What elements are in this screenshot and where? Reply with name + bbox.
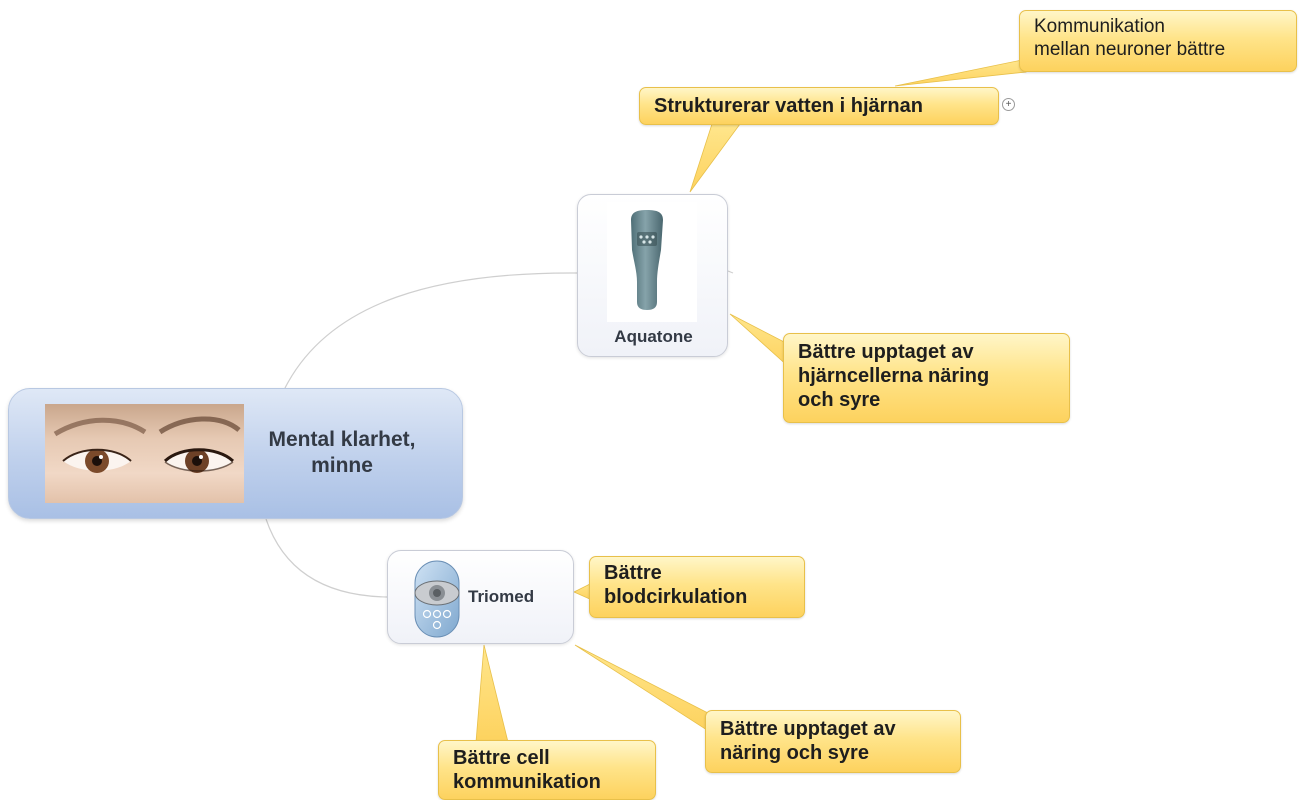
callout-upptaget-hjarnceller[interactable]: Bättre upptaget av hjärncellerna näring … — [783, 333, 1070, 423]
callout-kommunikation-line-2: mellan neuroner bättre — [1034, 39, 1226, 60]
wedge-cell — [475, 644, 509, 743]
branch-line-aquatone — [284, 272, 578, 389]
aquatone-device-image — [607, 202, 697, 322]
central-title-line-2: minne — [311, 454, 373, 477]
callout-strukturerar-vatten[interactable]: Strukturerar vatten i hjärnan — [639, 87, 999, 125]
central-topic-title: Mental klarhet, minne — [247, 427, 437, 479]
branch-line-triomed — [265, 518, 388, 598]
aquatone-label: Aquatone — [614, 327, 693, 346]
eyes-photo — [45, 404, 244, 503]
callout-strukturerar-text: Strukturerar vatten i hjärnan — [654, 95, 923, 117]
callout-upptaget-hjarn-line-3: och syre — [798, 389, 881, 411]
topic-aquatone[interactable]: Aquatone — [577, 194, 728, 357]
wedge-strukturerar — [689, 123, 741, 193]
central-title-line-1: Mental klarhet, — [268, 428, 416, 451]
triomed-label: Triomed — [468, 587, 535, 606]
wedge-upptaget — [574, 644, 711, 733]
callout-upptaget-naring[interactable]: Bättre upptaget av näring och syre — [705, 710, 961, 773]
callout-kommunikation-line-1: Kommunikation — [1034, 16, 1165, 37]
expand-icon[interactable]: + — [1002, 98, 1015, 111]
wedge-upptaget-hjarn — [729, 313, 791, 369]
central-topic[interactable]: Mental klarhet, minne — [8, 388, 463, 519]
callout-blod-line-2: blodcirkulation — [604, 586, 748, 608]
callout-blodcirkulation[interactable]: Bättre blodcirkulation — [589, 556, 805, 618]
callout-upptaget-hjarn-line-2: hjärncellerna näring — [798, 365, 990, 387]
branch-line-aquatone-stub — [727, 270, 734, 274]
callout-cell-kommunikation[interactable]: Bättre cell kommunikation — [438, 740, 656, 800]
callout-upptaget-hjarn-line-1: Bättre upptaget av — [798, 341, 974, 363]
callout-upptaget-line-2: näring och syre — [720, 742, 869, 764]
topic-triomed[interactable]: Triomed — [387, 550, 574, 644]
callout-cell-line-2: kommunikation — [453, 771, 601, 793]
callout-cell-line-1: Bättre cell — [453, 747, 550, 769]
callout-kommunikation-neuroner[interactable]: Kommunikation mellan neuroner bättre — [1019, 10, 1297, 72]
callout-upptaget-line-1: Bättre upptaget av — [720, 718, 896, 740]
callout-blod-line-1: Bättre — [604, 562, 662, 584]
wedge-kommunikation — [894, 59, 1027, 87]
triomed-device-image — [412, 559, 462, 639]
